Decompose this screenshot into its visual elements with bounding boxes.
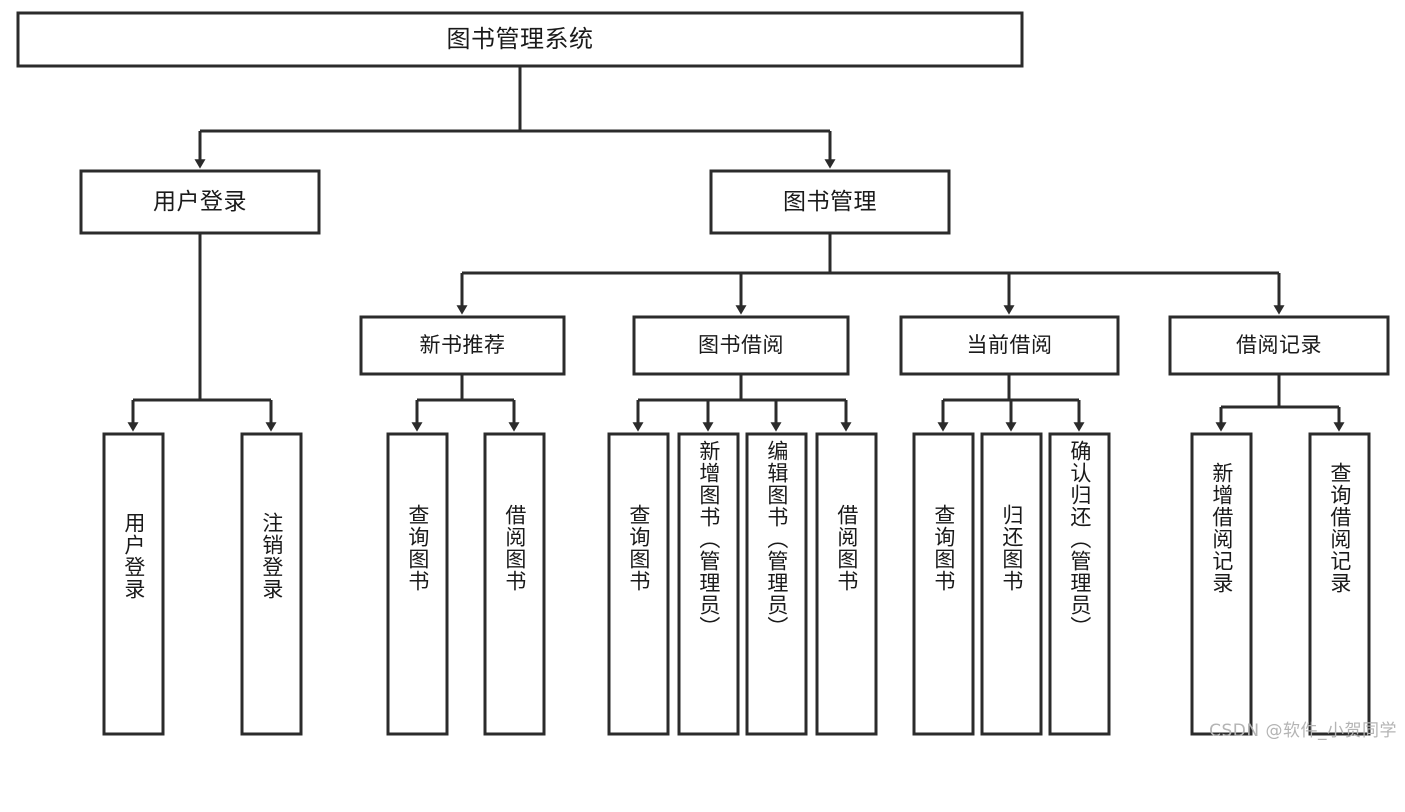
leaf-box-query-book-3[interactable] — [912, 432, 975, 736]
leaf-box-logout[interactable] — [240, 432, 303, 736]
node-box-root[interactable] — [16, 11, 1024, 68]
node-box-user-login[interactable] — [79, 169, 321, 235]
leaf-box-borrow-book-1[interactable] — [483, 432, 546, 736]
leaf-box-edit-book[interactable] — [745, 432, 808, 736]
leaf-box-add-record[interactable] — [1190, 432, 1253, 736]
diagram-canvas: 图书管理系统 用户登录 图书管理 新书推荐 图书借阅 当前借阅 借阅记录 用户登… — [16, 11, 1397, 741]
leaf-box-confirm-return[interactable] — [1048, 432, 1111, 736]
flowchart-svg — [16, 11, 1390, 736]
leaf-box-borrow-book-2[interactable] — [815, 432, 878, 736]
leaf-box-user-login[interactable] — [102, 432, 165, 736]
leaf-box-query-book-1[interactable] — [386, 432, 449, 736]
leaf-box-query-book-2[interactable] — [607, 432, 670, 736]
node-box-book-manage[interactable] — [709, 169, 951, 235]
node-box-borrow-record[interactable] — [1168, 315, 1390, 376]
node-box-current-borrow[interactable] — [899, 315, 1120, 376]
leaf-box-return-book[interactable] — [980, 432, 1043, 736]
node-box-book-borrow[interactable] — [632, 315, 850, 376]
node-box-new-book-rec[interactable] — [359, 315, 566, 376]
leaf-box-add-book[interactable] — [677, 432, 740, 736]
leaf-box-query-record[interactable] — [1308, 432, 1371, 736]
